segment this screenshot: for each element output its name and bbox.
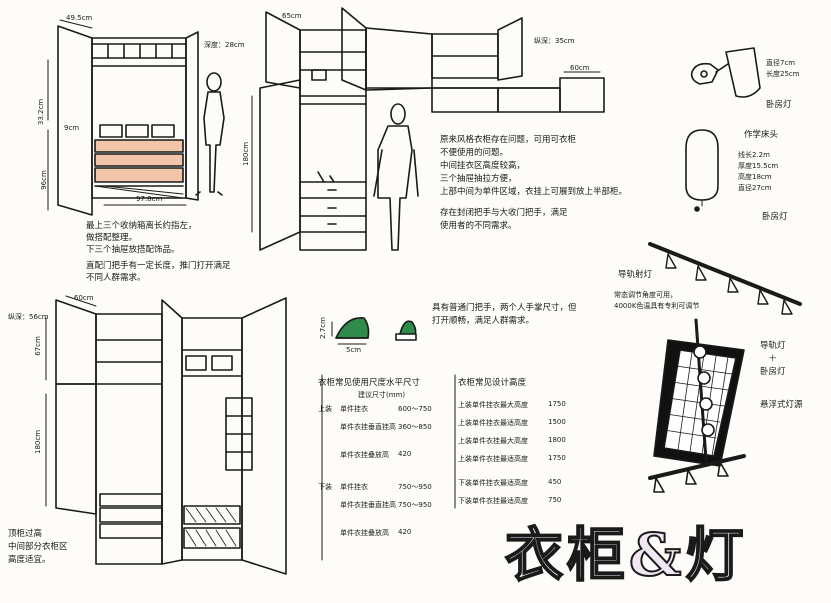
lamp2-name: 卧房灯 — [762, 212, 788, 222]
w3-note: 高度适宜。 — [8, 555, 51, 565]
lamp2-spec: 高度18cm — [738, 173, 772, 181]
table-rules — [321, 374, 456, 561]
w1-dim-b: 9cm — [64, 124, 80, 132]
lamp2-spec: 直径27cm — [738, 184, 772, 192]
table1-value: 750～950 — [398, 483, 432, 491]
handle-drawing — [331, 317, 417, 345]
handle-width: 5cm — [346, 346, 362, 354]
table2-value: 450 — [548, 478, 562, 486]
lamp2-spec: 厚度15.5cm — [738, 162, 779, 170]
w1-dim-a: 33.2cm — [37, 98, 46, 126]
table1-value: 420 — [398, 528, 412, 536]
w3-depth: 纵深：56cm — [8, 313, 49, 321]
w1-note: 做搭配整理。 — [86, 233, 138, 243]
table1-subtitle: 建议尺寸(mm) — [358, 391, 406, 399]
w1-dim-c: 96cm — [39, 170, 48, 190]
table1-value: 420 — [398, 450, 412, 458]
lamp1-specs: 直径7cm 长度25cm — [766, 58, 800, 80]
w3-notes: 顶柜过高 中间部分衣柜区 高度适宜。 — [8, 528, 68, 567]
table-design-heights: 衣柜常见设计高度 上装单件挂衣最大高度 1750 上装单件挂衣最适高度 1500… — [458, 376, 578, 506]
table2-name: 下装单件挂衣最适高度 — [458, 479, 528, 487]
pendant-label: 卧房灯 — [760, 367, 786, 377]
lamp2-label: 作学床头 — [744, 130, 779, 140]
table1-name: 单件衣挂垂直挂高 — [340, 501, 396, 509]
w1-notes: 最上三个收纳箱离长约指左， 做搭配整理。 下三个抽屉放搭配饰品。 直配门把手有一… — [86, 220, 231, 284]
wardrobe-3-drawing — [45, 295, 287, 575]
w2-notes: 原来风格衣柜存在问题，可用可衣柜 不便使用的问题。 中间挂衣区高度较高， 三个抽… — [440, 134, 627, 233]
table1-value: 360～850 — [398, 423, 432, 431]
table1-name: 单件衣挂叠放高 — [340, 529, 389, 537]
lamp1-spec: 长度25cm — [766, 70, 800, 78]
table2-name: 上装单件衣挂最适高度 — [458, 455, 528, 463]
page-title: 衣柜&灯 — [504, 520, 748, 590]
w1-inner-width: 97.8cm — [136, 195, 163, 203]
w2-note: 中间挂衣区高度较高， — [440, 161, 526, 171]
w1-note: 最上三个收纳箱离长约指左， — [86, 221, 197, 231]
w2-note: 不便使用的问题。 — [440, 148, 509, 158]
w3-dim-b: 180cm — [34, 429, 43, 455]
w1-note: 直配门把手有一定长度，推门打开满足 — [86, 261, 231, 271]
table2-name: 下装单件衣挂最适高度 — [458, 497, 528, 505]
lamp2-spec: 线长2.2m — [738, 151, 770, 159]
track-lamp-note: 常态调节角度可用， — [614, 291, 677, 299]
table2-value: 1750 — [548, 400, 566, 408]
table-usage-dimensions: 衣柜常见使用尺度水平尺寸 建议尺寸(mm) 上装 单件挂衣 600～750 单件… — [318, 376, 454, 556]
w1-depth: 深度：28cm — [204, 41, 245, 49]
lamp2-specs: 线长2.2m 厚度15.5cm 高度18cm 直径27cm — [738, 150, 778, 194]
w1-top-width: 49.5cm — [66, 14, 93, 22]
table2-title: 衣柜常见设计高度 — [458, 378, 527, 388]
pendant-label: ＋ — [768, 354, 778, 364]
w1-note: 不同人群需求。 — [86, 273, 146, 283]
w3-note: 顶柜过高 — [8, 529, 43, 539]
track-lamp-notes: 常态调节角度可用， 4000K色温具有专利可调节 — [614, 290, 699, 312]
table2-value: 1750 — [548, 454, 566, 462]
track-lamp-drawing — [648, 242, 802, 315]
wardrobe-1-drawing — [47, 19, 225, 216]
w2-right-width: 60cm — [570, 64, 590, 72]
table1-group: 下装 — [318, 483, 332, 491]
w3-dim-a: 67cm — [33, 336, 42, 356]
table1-name: 单件挂衣 — [340, 405, 368, 413]
table2-value: 1500 — [548, 418, 566, 426]
pendant-label: 导轨灯 — [760, 341, 786, 351]
w2-note: 原来风格衣柜存在问题，可用可衣柜 — [440, 135, 577, 145]
handle-height: 2.7cm — [318, 317, 327, 339]
w2-note: 存在封闭把手与大收门把手，满足 — [440, 208, 568, 218]
track-lamp-name: 导轨射灯 — [618, 270, 653, 280]
table2-name: 上装单件衣挂最大高度 — [458, 437, 528, 445]
table1-value: 750～950 — [398, 501, 432, 509]
w2-note: 三个抽屉抽拉方便， — [440, 174, 517, 184]
table1-title: 衣柜常见使用尺度水平尺寸 — [318, 378, 421, 388]
lamp1-spec: 直径7cm — [766, 59, 796, 67]
table1-name: 单件挂衣 — [340, 483, 368, 491]
table2-value: 750 — [548, 496, 562, 504]
table2-name: 上装单件挂衣最大高度 — [458, 401, 528, 409]
table2-name: 上装单件挂衣最适高度 — [458, 419, 528, 427]
pendant-labels: 导轨灯 ＋ 卧房灯 — [760, 340, 786, 379]
w2-note: 使用者的不同需求。 — [440, 221, 517, 231]
w1-note: 下三个抽屉放搭配饰品。 — [86, 245, 180, 255]
wall-lamp-drawing — [690, 47, 761, 98]
w2-depth: 纵深：35cm — [534, 37, 575, 45]
pendant-name: 悬浮式灯源 — [760, 400, 803, 410]
pendant-grid-drawing — [648, 318, 746, 493]
table1-name: 单件衣挂叠放高 — [340, 451, 389, 459]
table1-group: 上装 — [318, 405, 332, 413]
bedside-lamp-drawing — [685, 129, 719, 212]
w2-note: 上部中间为单件区域，衣挂上可展到放上半部柜。 — [440, 187, 628, 197]
lamp1-name: 卧房灯 — [766, 100, 792, 110]
handle-note: 具有普通门把手，两个人手掌尺寸，但打开顺畅，满足人群需求。 — [432, 303, 577, 326]
table1-name: 单件衣挂垂直挂高 — [340, 423, 396, 431]
table1-value: 600～750 — [398, 405, 432, 413]
w2-top-width: 65cm — [282, 12, 302, 20]
w3-top-width: 60cm — [74, 294, 94, 302]
w2-height: 180cm — [242, 141, 251, 167]
table2-value: 1800 — [548, 436, 566, 444]
wardrobe-2-drawing — [251, 7, 605, 251]
track-lamp-note: 4000K色温具有专利可调节 — [614, 302, 700, 310]
w3-note: 中间部分衣柜区 — [8, 542, 68, 552]
